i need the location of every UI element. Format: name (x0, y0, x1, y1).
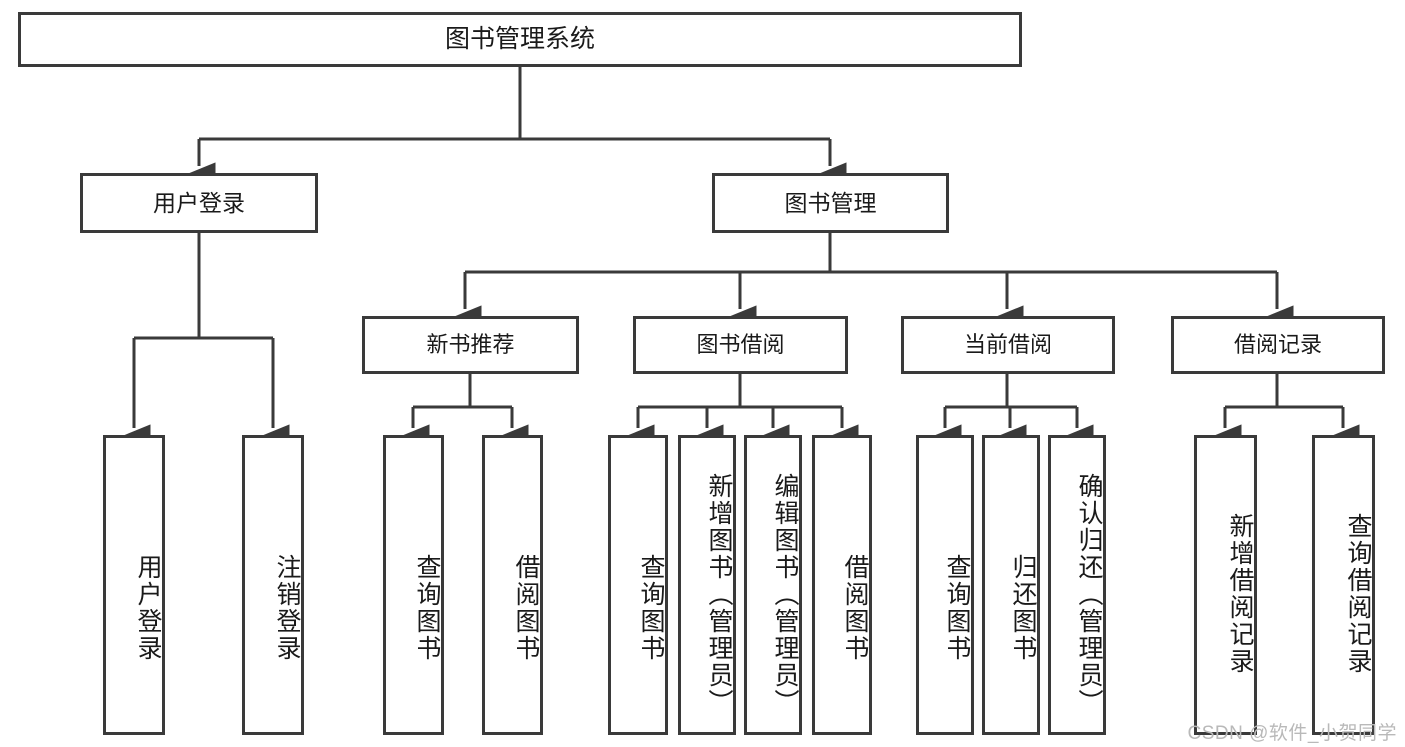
node-label: 查询图书 (943, 554, 971, 662)
leaf-confirm-return-admin[interactable]: 确认归还（管理员） (1048, 435, 1106, 735)
node-label: 用户登录 (134, 554, 162, 662)
leaf-query-book-borrow[interactable]: 查询图书 (608, 435, 668, 735)
node-book-borrow[interactable]: 图书借阅 (633, 316, 848, 374)
node-root-system[interactable]: 图书管理系统 (18, 12, 1022, 67)
node-label: 归还图书 (1009, 554, 1037, 662)
node-label: 借阅图书 (841, 554, 869, 662)
node-borrow-record[interactable]: 借阅记录 (1171, 316, 1385, 374)
leaf-add-borrow-record[interactable]: 新增借阅记录 (1194, 435, 1257, 735)
node-label: 查询借阅记录 (1344, 513, 1372, 675)
node-label: 用户登录 (153, 189, 245, 216)
node-book-management[interactable]: 图书管理 (712, 173, 949, 233)
node-label: 新增图书（管理员） (705, 472, 733, 716)
leaf-query-book-recommend[interactable]: 查询图书 (383, 435, 444, 735)
leaf-return-book[interactable]: 归还图书 (982, 435, 1040, 735)
node-new-book-recommend[interactable]: 新书推荐 (362, 316, 579, 374)
node-label: 当前借阅 (963, 332, 1052, 358)
node-label: 编辑图书（管理员） (771, 472, 799, 716)
leaf-logout-login[interactable]: 注销登录 (242, 435, 304, 735)
node-label: 图书借阅 (696, 332, 785, 358)
node-label: 图书管理 (784, 189, 877, 216)
leaf-query-book-current[interactable]: 查询图书 (916, 435, 974, 735)
node-label: 确认归还（管理员） (1075, 472, 1103, 716)
node-label: 注销登录 (273, 554, 301, 662)
node-label: 借阅记录 (1233, 332, 1322, 358)
leaf-user-login[interactable]: 用户登录 (103, 435, 165, 735)
node-user-login[interactable]: 用户登录 (80, 173, 318, 233)
leaf-borrow-book-recommend[interactable]: 借阅图书 (482, 435, 543, 735)
leaf-borrow-book[interactable]: 借阅图书 (812, 435, 872, 735)
node-label: 图书管理系统 (444, 25, 595, 54)
node-label: 查询图书 (413, 554, 441, 662)
node-label: 借阅图书 (512, 554, 540, 662)
leaf-add-book-admin[interactable]: 新增图书（管理员） (678, 435, 736, 735)
node-label: 新增借阅记录 (1226, 513, 1254, 675)
leaf-edit-book-admin[interactable]: 编辑图书（管理员） (744, 435, 802, 735)
node-label: 查询图书 (637, 554, 665, 662)
watermark-text: CSDN @软件_小贺同学 (1187, 723, 1397, 744)
node-label: 新书推荐 (426, 332, 515, 358)
node-current-borrow[interactable]: 当前借阅 (901, 316, 1115, 374)
leaf-query-borrow-record[interactable]: 查询借阅记录 (1312, 435, 1375, 735)
